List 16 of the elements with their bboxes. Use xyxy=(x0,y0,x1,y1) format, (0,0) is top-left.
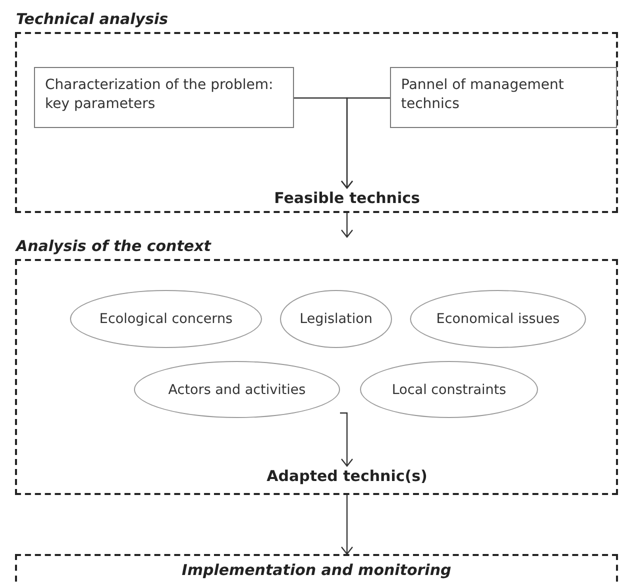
arrow xyxy=(340,495,354,555)
group-heading: Technical analysis xyxy=(16,10,168,28)
topic-ellipse: Legislation xyxy=(280,290,392,348)
result-text: Adapted technic(s) xyxy=(227,466,467,486)
arrow xyxy=(340,213,354,238)
topic-ellipse: Economical issues xyxy=(410,290,586,348)
topic-ellipse: Local constraints xyxy=(360,361,538,418)
group-heading: Implementation and monitoring xyxy=(182,561,452,579)
arrow xyxy=(340,412,354,467)
topic-ellipse: Ecological concerns xyxy=(70,290,262,348)
topic-ellipse: Actors and activities xyxy=(134,361,340,418)
arrow xyxy=(340,97,390,189)
group-heading: Analysis of the context xyxy=(16,237,211,255)
process-box: Pannel of management technics xyxy=(390,67,617,128)
process-box: Characterization of the problem: key parameters xyxy=(34,67,294,128)
result-text: Feasible technics xyxy=(237,188,457,208)
